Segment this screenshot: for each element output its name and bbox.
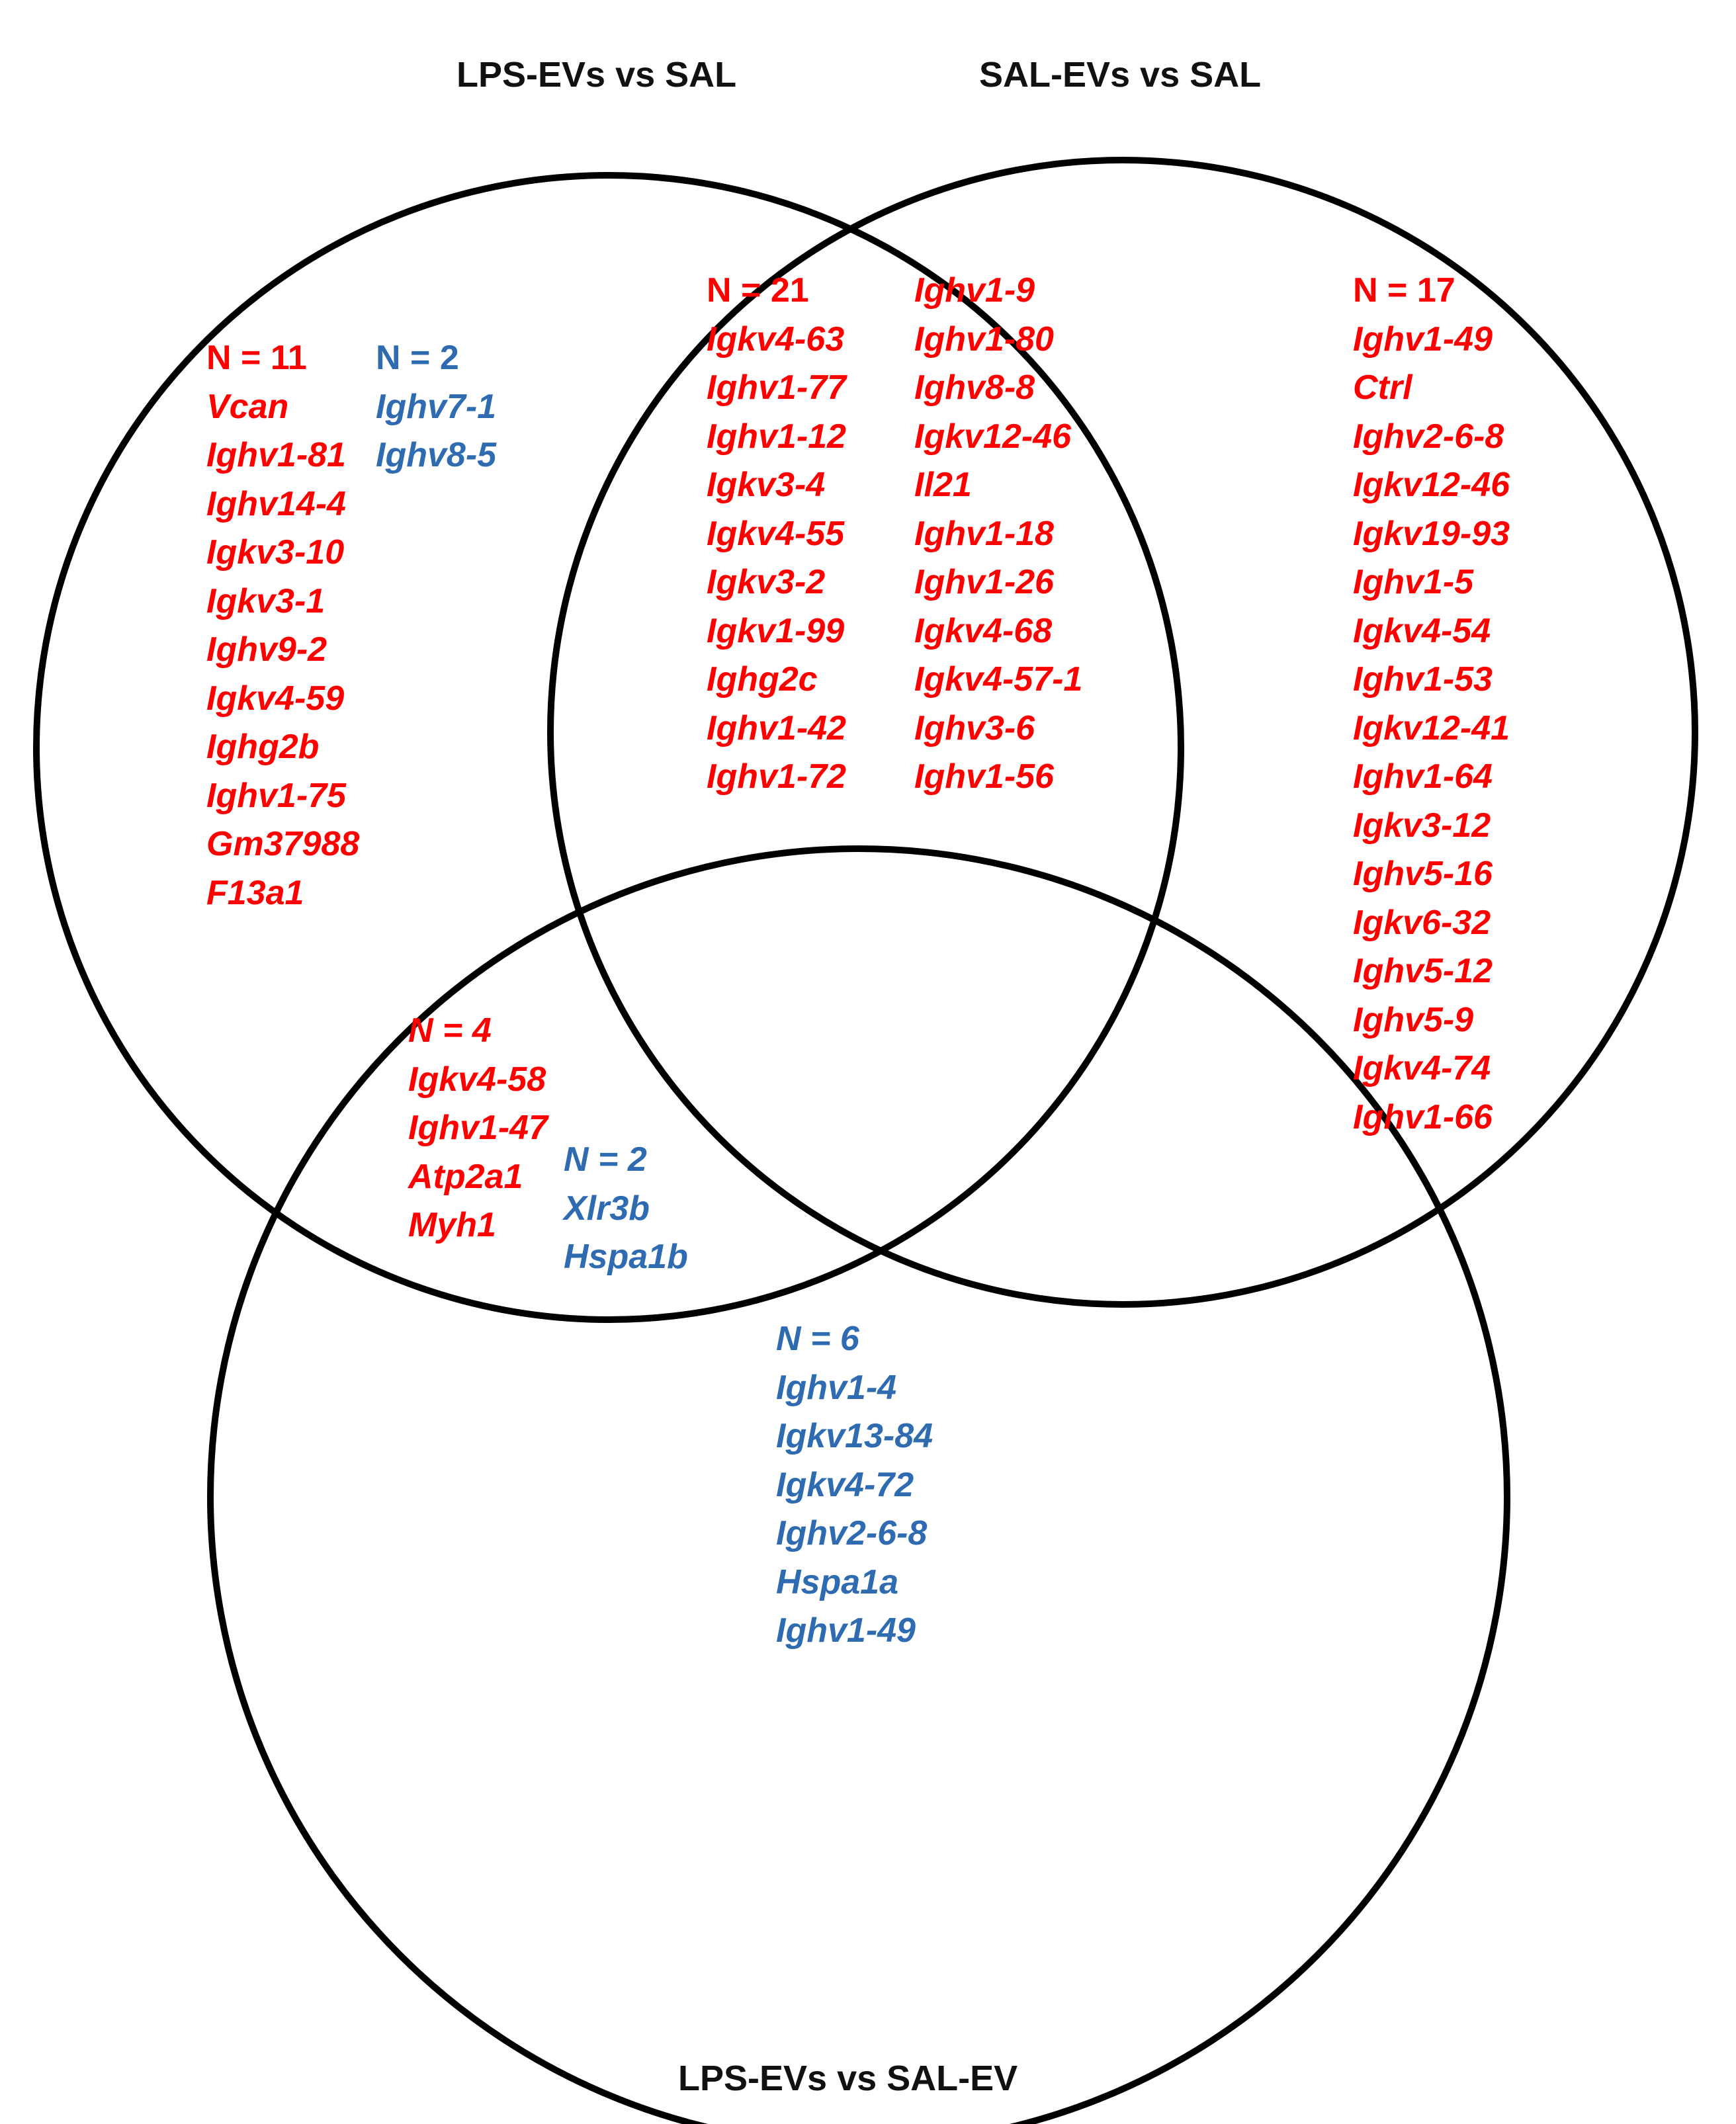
gene-label: Ighv1-53 xyxy=(1353,660,1493,699)
gene-label: Ighv1-12 xyxy=(707,417,846,456)
gene-label: Ighv8-5 xyxy=(376,436,497,474)
gene-label: Ighg2c xyxy=(707,660,818,699)
gene-label: Ighv1-72 xyxy=(707,757,846,796)
gene-label: Ighv7-1 xyxy=(376,387,497,426)
gene-label: Igkv4-63 xyxy=(707,319,845,359)
gene-label: Igkv4-58 xyxy=(408,1060,546,1099)
gene-label: Gm37988 xyxy=(206,825,360,863)
gene-label: Ighv1-42 xyxy=(707,708,846,747)
gene-label: Igkv12-46 xyxy=(1353,466,1510,504)
gene-label: Ighv1-49 xyxy=(1353,319,1493,359)
gene-label: Myh1 xyxy=(408,1206,496,1244)
region-count: N = 11 xyxy=(206,339,307,377)
circle-lps-evs-vs-sal-ev xyxy=(207,845,1510,2124)
region-lps-ev-overlap-down: N = 2 Xlr3b Hspa1b xyxy=(564,1136,688,1282)
gene-label: Ighv14-4 xyxy=(206,484,346,523)
gene-label: Ighg2b xyxy=(206,728,320,766)
gene-label: Igkv4-57-1 xyxy=(914,660,1083,699)
region-lps-ev-overlap-up: N = 4 Igkv4-58 Ighv1-47 Atp2a1 Myh1 xyxy=(408,1007,548,1250)
gene-label: Igkv13-84 xyxy=(776,1417,933,1455)
gene-label: Igkv3-12 xyxy=(1353,806,1491,845)
gene-label: Hspa1a xyxy=(776,1562,898,1601)
gene-label: Ighv1-75 xyxy=(206,776,346,815)
gene-label: Ighv1-66 xyxy=(1353,1097,1493,1136)
region-count: N = 4 xyxy=(408,1011,492,1050)
gene-label: Ighv1-9 xyxy=(914,271,1035,310)
region-lps-sal-overlap-up-a: N = 21 Igkv4-63 Ighv1-77 Ighv1-12 Igkv3-… xyxy=(707,267,846,802)
gene-label: Ighv1-5 xyxy=(1353,563,1474,601)
gene-label: Ighv2-6-8 xyxy=(1353,417,1504,456)
gene-label: Igkv6-32 xyxy=(1353,903,1491,942)
gene-label: Ighv1-49 xyxy=(776,1611,916,1650)
region-count: N = 2 xyxy=(376,339,459,377)
gene-label: Ighv1-4 xyxy=(776,1368,897,1407)
gene-label: F13a1 xyxy=(206,873,304,912)
gene-label: Ighv1-47 xyxy=(408,1109,548,1147)
region-lps-sal-overlap-up-b: Ighv1-9 Ighv1-80 Ighv8-8 Igkv12-46 Il21 … xyxy=(914,267,1082,802)
circle-lps-evs-vs-sal xyxy=(33,172,1184,1323)
gene-label: Xlr3b xyxy=(564,1189,650,1228)
set-title-lps-evs-vs-sal-ev: LPS-EVs vs SAL-EV xyxy=(678,2059,1018,2098)
gene-label: Ighv1-77 xyxy=(707,368,846,407)
set-title-lps-evs-vs-sal: LPS-EVs vs SAL xyxy=(456,55,737,95)
gene-label: Ighv1-80 xyxy=(914,319,1054,359)
gene-label: Ighv1-18 xyxy=(914,514,1054,553)
gene-label: Ighv8-8 xyxy=(914,368,1035,407)
gene-label: Il21 xyxy=(914,466,972,504)
region-count: N = 2 xyxy=(564,1140,647,1179)
gene-label: Igkv3-4 xyxy=(707,466,826,504)
gene-label: Igkv1-99 xyxy=(707,611,845,650)
circle-sal-evs-vs-sal xyxy=(547,157,1698,1308)
gene-label: Ctrl xyxy=(1353,368,1412,407)
gene-label: Igkv12-46 xyxy=(914,417,1072,456)
gene-label: Igkv3-2 xyxy=(707,563,826,601)
gene-label: Ighv5-16 xyxy=(1353,855,1493,893)
gene-label: Ighv1-81 xyxy=(206,436,346,474)
gene-label: Igkv4-55 xyxy=(707,514,845,553)
gene-label: Igkv4-59 xyxy=(206,679,345,718)
gene-label: Igkv12-41 xyxy=(1353,708,1510,747)
gene-label: Ighv9-2 xyxy=(206,630,327,669)
gene-label: Igkv4-74 xyxy=(1353,1049,1491,1087)
gene-label: Ighv3-6 xyxy=(914,708,1035,747)
region-lps-only-down: N = 2 Ighv7-1 Ighv8-5 xyxy=(376,334,496,480)
region-count: N = 17 xyxy=(1353,271,1455,310)
gene-label: Igkv4-54 xyxy=(1353,611,1491,650)
gene-label: Vcan xyxy=(206,387,289,426)
set-title-sal-evs-vs-sal: SAL-EVs vs SAL xyxy=(979,55,1262,95)
gene-label: Igkv19-93 xyxy=(1353,514,1510,553)
gene-label: Igkv4-72 xyxy=(776,1465,914,1504)
gene-label: Atp2a1 xyxy=(408,1157,523,1196)
region-count: N = 6 xyxy=(776,1320,859,1358)
region-ev-only-down: N = 6 Ighv1-4 Igkv13-84 Igkv4-72 Ighv2-6… xyxy=(776,1315,933,1656)
gene-label: Ighv5-9 xyxy=(1353,1000,1474,1039)
gene-label: Ighv5-12 xyxy=(1353,952,1493,990)
region-lps-only-up: N = 11 Vcan Ighv1-81 Ighv14-4 Igkv3-10 I… xyxy=(206,334,359,917)
gene-label: Igkv3-10 xyxy=(206,533,345,572)
region-sal-only-up: N = 17 Ighv1-49 Ctrl Ighv2-6-8 Igkv12-46… xyxy=(1353,267,1510,1142)
gene-label: Ighv2-6-8 xyxy=(776,1514,928,1552)
gene-label: Igkv3-1 xyxy=(206,581,326,620)
gene-label: Ighv1-26 xyxy=(914,563,1054,601)
region-count: N = 21 xyxy=(707,271,809,310)
gene-label: Hspa1b xyxy=(564,1238,688,1276)
gene-label: Ighv1-56 xyxy=(914,757,1054,796)
gene-label: Igkv4-68 xyxy=(914,611,1053,650)
gene-label: Ighv1-64 xyxy=(1353,757,1493,796)
